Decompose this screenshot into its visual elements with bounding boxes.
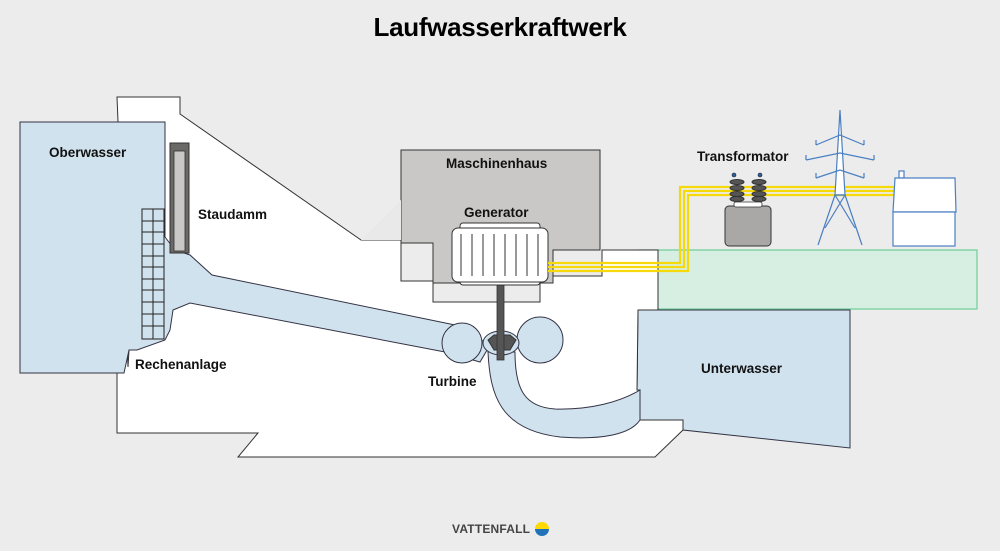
label-turbine: Turbine [428,374,477,389]
transformer [724,172,772,247]
label-rechenanlage: Rechenanlage [135,357,227,372]
trash-rack-grid [142,209,164,339]
draft-tube [487,351,641,439]
label-unterwasser: Unterwasser [701,361,783,376]
label-generator: Generator [464,205,529,220]
transmission-tower [805,109,875,246]
spiral-casing-left [441,322,483,364]
generator-fins [460,234,539,276]
spiral-casing-right [516,316,564,364]
label-maschinenhaus: Maschinenhaus [446,156,548,171]
power-lines [548,185,900,273]
house [892,170,957,247]
turbine-shaft [496,284,505,361]
brand-name: VATTENFALL [452,522,531,536]
dam-gate-panel [173,150,186,252]
label-oberwasser: Oberwasser [49,145,127,160]
footer-logo: VATTENFALL [452,521,550,537]
machine-house [400,149,601,284]
dam-upper-shade [361,200,401,240]
diagram-title: Laufwasserkraftwerk [373,12,627,42]
label-transformator: Transformator [697,149,789,164]
generator-body [451,227,549,283]
label-staudamm: Staudamm [198,207,268,222]
vattenfall-logo-icon [535,522,550,536]
